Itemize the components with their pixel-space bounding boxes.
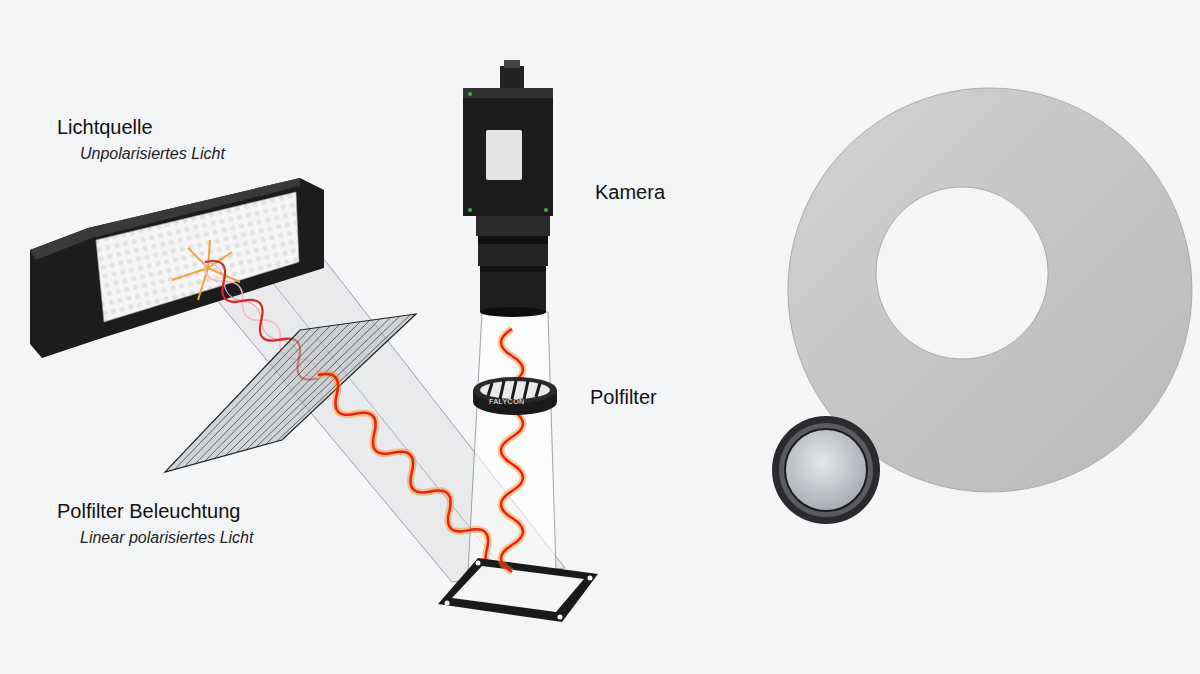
part-subtitle: Linear polarisiertes Licht [80,529,253,547]
part-label: Polfilter Beleuchtung [57,500,240,523]
camera-polfilter [473,377,557,415]
filter-product-photo [772,88,1192,524]
brand-text: FALYCON [489,398,525,406]
part-label: Lichtquelle [57,116,153,139]
part-label: Kamera [595,181,665,204]
camera [463,60,553,317]
part-label: Polfilter [590,386,657,409]
part-subtitle: Unpolarisiertes Licht [80,145,225,163]
object-frame [438,558,598,622]
reflected-wave [501,329,523,572]
